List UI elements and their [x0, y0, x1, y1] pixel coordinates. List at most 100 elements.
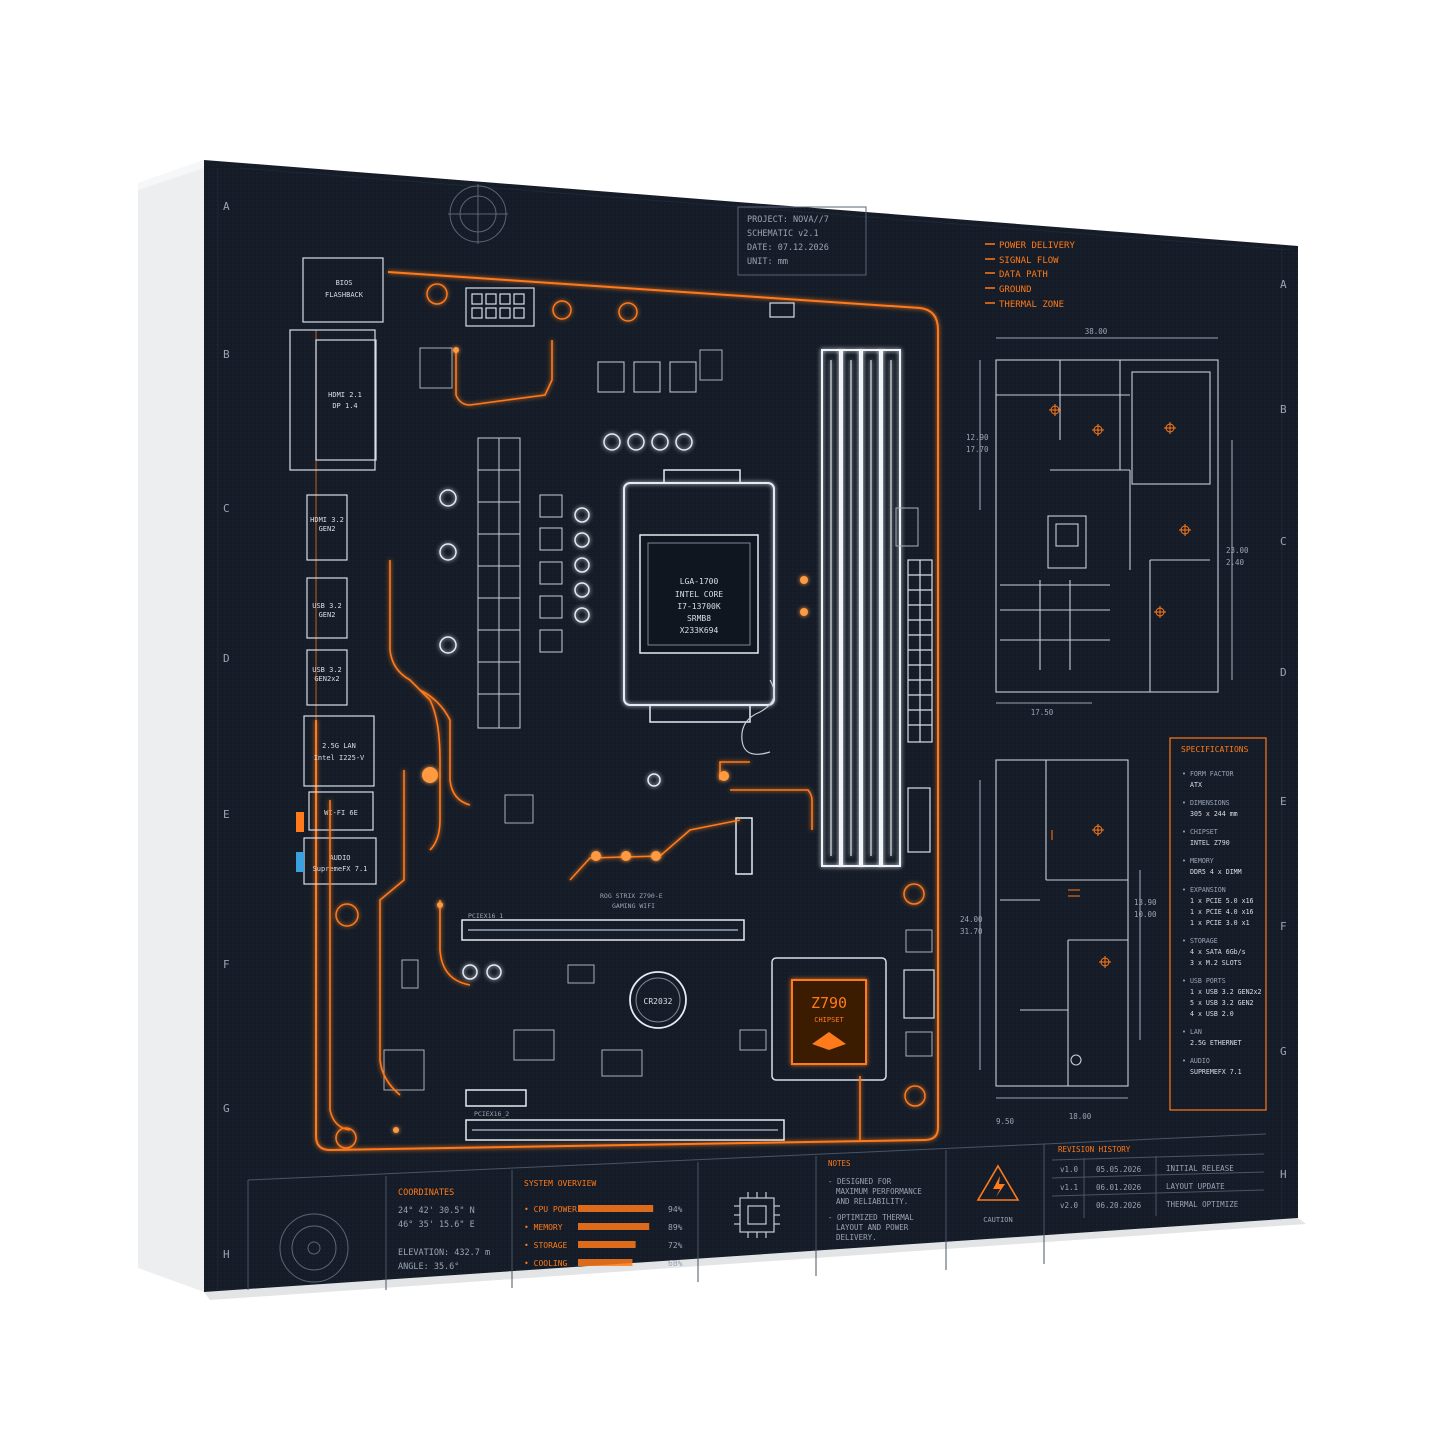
coordinates-title: COORDINATES: [398, 1188, 454, 1198]
overview-value: 68%: [668, 1259, 683, 1268]
pcie-label: PCIEX16_1: [468, 912, 503, 920]
coordinates-panel: COORDINATES 24° 42' 30.5" N 46° 35' 15.6…: [398, 1188, 490, 1272]
dim-label: 12.90: [966, 433, 989, 442]
dim-label: 17.70: [966, 445, 989, 454]
processor-chip-icon: [734, 1192, 780, 1238]
floorplan-bottom-markers: [1051, 824, 1111, 968]
spec-value: 4 x USB 2.0: [1190, 1010, 1234, 1018]
spec-value: 5 x USB 3.2 GEN2: [1190, 999, 1254, 1007]
overview-bar: [578, 1259, 633, 1266]
misc-components: [383, 347, 933, 1091]
revision-date: 06.01.2026: [1096, 1183, 1142, 1192]
spec-key: • STORAGE: [1182, 937, 1218, 945]
dim-label: 17.50: [1031, 708, 1054, 717]
revision-text: INITIAL RELEASE: [1166, 1164, 1234, 1173]
spec-key: • AUDIO: [1182, 1057, 1210, 1065]
cpu-label-2: INTEL CORE: [675, 590, 723, 599]
overview-label: • MEMORY: [524, 1223, 563, 1232]
grid-letter-right: H: [1280, 1168, 1287, 1181]
floorplan-top-markers: [1049, 404, 1191, 618]
overview-value: 94%: [668, 1205, 683, 1214]
project-date: DATE: 07.12.2026: [747, 243, 829, 253]
project-name: PROJECT: NOVA//7: [747, 215, 829, 225]
note-line: - OPTIMIZED THERMAL: [828, 1213, 914, 1222]
grid-letter-left: D: [223, 652, 230, 665]
overview-label: • STORAGE: [524, 1241, 568, 1250]
note-line: MAXIMUM PERFORMANCE: [836, 1187, 922, 1196]
spec-value: ATX: [1190, 781, 1202, 789]
spec-key: • DIMENSIONS: [1182, 799, 1230, 807]
coordinate-line: ELEVATION: 432.7 m: [398, 1248, 490, 1258]
floorplan-top-dims: 38.00 12.90 17.70 23.00 2.40 17.50: [966, 327, 1249, 717]
dim-label: 2.40: [1226, 558, 1245, 567]
wifi-label: WI-FI 6E: [324, 809, 358, 817]
cpu-label-4: SRMB8: [687, 614, 711, 623]
pcie-slots: [461, 817, 785, 1141]
grid-letter-left: F: [223, 958, 230, 971]
cpu-label-5: X233K694: [680, 626, 719, 635]
battery-label: CR2032: [644, 997, 673, 1006]
spec-value: INTEL Z790: [1190, 839, 1230, 847]
overview-bar: [578, 1241, 636, 1248]
rog-logo-icon: [812, 1032, 846, 1050]
atx-24pin-connector: [903, 559, 935, 1019]
blueprint-grid: [217, 167, 1291, 1290]
ram-slots: [821, 349, 901, 867]
legend-item: SIGNAL FLOW: [999, 256, 1059, 266]
grid-letter-left: A: [223, 200, 230, 213]
coordinate-line: 46° 35' 15.6" E: [398, 1220, 475, 1230]
floorplan-top: [979, 337, 1233, 704]
dim-label: 18.00: [1069, 1112, 1092, 1121]
revision-version: v1.0: [1060, 1165, 1079, 1174]
spec-value: 4 x SATA 6Gb/s: [1190, 948, 1246, 956]
dim-label: 31.70: [960, 927, 983, 936]
floorplan-bottom-dims: 24.00 31.70 13.90 10.00 9.50 18.00: [960, 898, 1157, 1126]
revision-version: v2.0: [1060, 1201, 1079, 1210]
spec-value: 1 x PCIE 4.0 x16: [1190, 908, 1254, 916]
pcie-label: PCIEX16_2: [474, 1110, 509, 1118]
revision-version: v1.1: [1060, 1183, 1078, 1192]
grid-letter-right: A: [1280, 278, 1287, 291]
port-blue-icon: [296, 852, 304, 872]
dim-label: 13.90: [1134, 898, 1157, 907]
overview-value: 72%: [668, 1241, 683, 1250]
io-labels: BIOS FLASHBACK HDMI 2.1 DP 1.4 HDMI 3.2 …: [310, 279, 367, 873]
grid-letter-right: C: [1280, 535, 1287, 548]
trace-nodes: [393, 347, 808, 1133]
spec-value: 305 x 244 mm: [1190, 810, 1238, 818]
lan-label: 2.5G LAN: [322, 742, 356, 750]
dim-label: 38.00: [1085, 327, 1108, 336]
legend-item: GROUND: [999, 285, 1032, 295]
spec-value: 3 x M.2 SLOTS: [1190, 959, 1242, 967]
note-line: DELIVERY.: [836, 1233, 877, 1242]
revision-title: REVISION HISTORY: [1058, 1145, 1131, 1154]
spec-value: 1 x USB 3.2 GEN2x2: [1190, 988, 1261, 996]
caution-warning-icon: CAUTION: [976, 1164, 1020, 1224]
dim-label: 9.50: [996, 1117, 1015, 1126]
vrm-array: [477, 361, 697, 729]
overview-label: • COOLING: [524, 1259, 568, 1268]
grid-letters-right: A B C D E F G H: [1280, 278, 1287, 1181]
note-line: AND RELIABILITY.: [836, 1197, 908, 1206]
reticle-icon: [279, 1213, 349, 1283]
spec-value: SUPREMEFX 7.1: [1190, 1068, 1242, 1076]
note-line: - DESIGNED FOR: [828, 1177, 892, 1186]
legend-item: THERMAL ZONE: [999, 300, 1064, 310]
chipset: Z790 CHIPSET: [771, 957, 887, 1081]
hdmi-label: HDMI 2.1: [328, 391, 362, 399]
compass-mark-icon: [448, 184, 508, 244]
coordinate-line: ANGLE: 35.6°: [398, 1262, 459, 1272]
chipset-label-1: Z790: [811, 994, 847, 1012]
dp-label: DP 1.4: [332, 402, 357, 410]
revision-date: 06.20.2026: [1096, 1201, 1142, 1210]
project-box: PROJECT: NOVA//7 SCHEMATIC v2.1 DATE: 07…: [737, 206, 867, 276]
specs-title: SPECIFICATIONS: [1181, 745, 1249, 754]
spec-key: • FORM FACTOR: [1182, 770, 1234, 778]
mounting-holes: [335, 283, 926, 1149]
spec-value: 1 x PCIE 5.0 x16: [1190, 897, 1254, 905]
grid-letters-left: A B C D E F G H: [223, 200, 230, 1261]
spec-value: 2.5G ETHERNET: [1190, 1039, 1242, 1047]
notes-title: NOTES: [828, 1159, 851, 1168]
